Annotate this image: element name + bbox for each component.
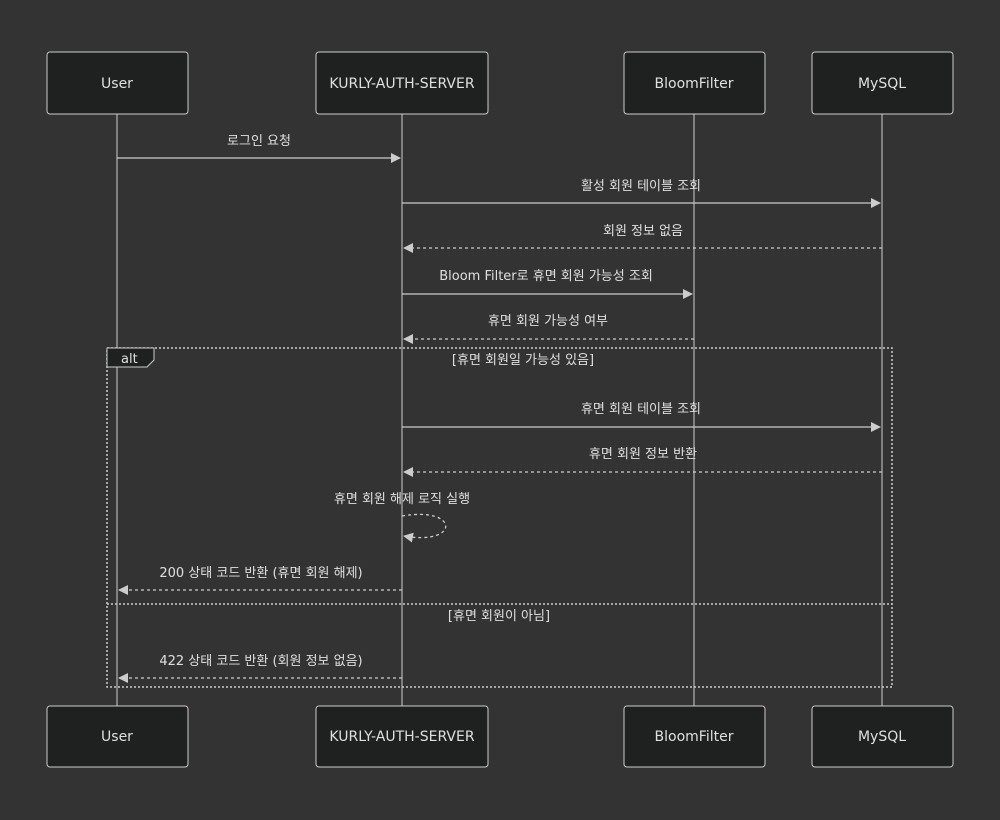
message-dormant-info-return-label: 휴면 회원 정보 반환	[589, 447, 697, 462]
actor-user-label: User	[101, 76, 133, 92]
actor-bloomfilter-bottom: BloomFilter	[623, 705, 766, 768]
actor-mysql-label: MySQL	[858, 76, 906, 92]
actor-bloomfilter-top: BloomFilter	[623, 51, 766, 115]
actor-user-bottom-label: User	[101, 729, 133, 745]
alt-frame: alt [휴면 회원일 가능성 있음] [휴면 회원이 아님]	[106, 347, 893, 688]
actor-mysql-bottom-label: MySQL	[858, 729, 906, 745]
message-query-active-table-label: 활성 회원 테이블 조회	[581, 179, 701, 194]
actor-mysql-top: MySQL	[811, 51, 954, 115]
message-login-request-label: 로그인 요청	[227, 134, 291, 149]
message-422-response-label: 422 상태 코드 반환 (회원 정보 없음)	[159, 654, 362, 669]
actor-auth-server-top: KURLY-AUTH-SERVER	[315, 51, 489, 115]
actor-bloomfilter-bottom-label: BloomFilter	[655, 729, 734, 745]
actor-auth-server-label: KURLY-AUTH-SERVER	[329, 76, 474, 92]
message-bloom-query-label: Bloom Filter로 휴면 회원 가능성 조회	[439, 269, 653, 284]
alt-frame-border	[106, 347, 893, 688]
message-dormant-possibility-label: 휴면 회원 가능성 여부	[488, 314, 608, 329]
alt-frame-label-box	[106, 347, 155, 368]
actor-user-bottom: User	[46, 705, 189, 768]
actor-bloomfilter-label: BloomFilter	[655, 76, 734, 92]
actor-user-top: User	[46, 51, 189, 115]
message-query-dormant-table-label: 휴면 회원 테이블 조회	[581, 402, 701, 417]
alt-frame-label: alt	[121, 352, 138, 367]
alt-condition-dormant-possible: [휴면 회원일 가능성 있음]	[452, 353, 594, 368]
actor-auth-server-bottom: KURLY-AUTH-SERVER	[315, 705, 489, 768]
message-release-logic-label: 휴면 회원 해제 로직 실행	[334, 491, 470, 507]
actor-mysql-bottom: MySQL	[811, 705, 954, 768]
message-no-member-info-label: 회원 정보 없음	[603, 224, 683, 239]
actor-auth-server-bottom-label: KURLY-AUTH-SERVER	[329, 729, 474, 745]
alt-condition-not-dormant: [휴면 회원이 아님]	[448, 609, 550, 624]
message-200-response-label: 200 상태 코드 반환 (휴면 회원 해제)	[159, 566, 362, 581]
message-release-logic-self-arrow	[401, 513, 447, 543]
